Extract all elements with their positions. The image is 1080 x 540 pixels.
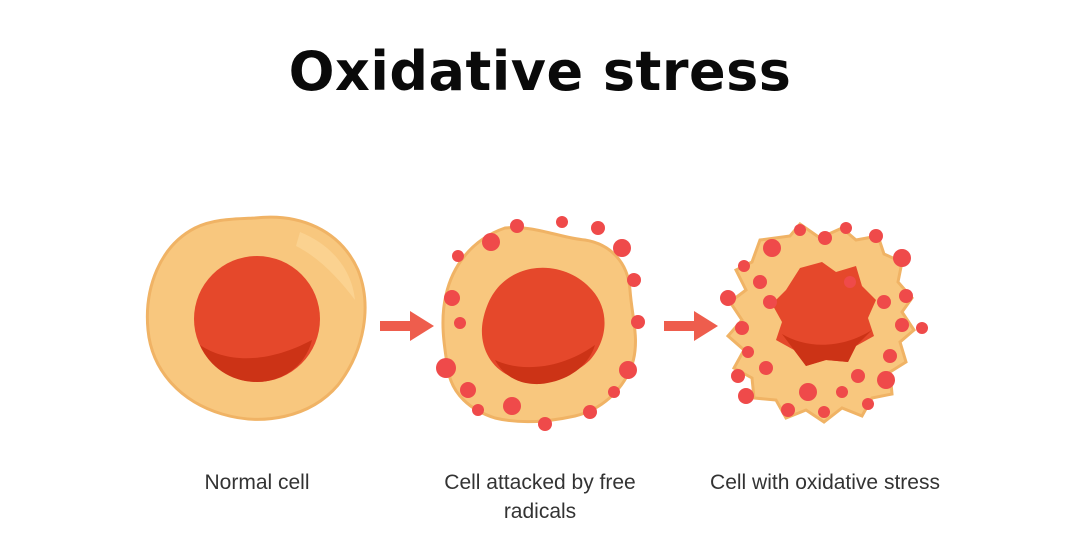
page-title: Oxidative stress xyxy=(288,40,792,103)
normal-cell-highlight xyxy=(296,232,355,300)
attacked-cell xyxy=(436,216,645,431)
progression-arrow-2 xyxy=(664,311,718,341)
stage-label-normal-cell: Normal cell xyxy=(204,471,310,494)
stressed-cell-nucleus-shade xyxy=(782,330,872,366)
stage-label-stressed-cell: Cell with oxidative stress xyxy=(710,471,940,494)
free-radicals-stage-3 xyxy=(720,222,928,418)
stage-label-attacked-cell: Cell attacked by free radicals xyxy=(444,471,636,523)
stressed-cell xyxy=(720,221,928,424)
attacked-cell-nucleus-shade xyxy=(495,345,595,385)
progression-arrow-1 xyxy=(380,311,434,341)
attacked-cell-nucleus xyxy=(481,267,605,381)
free-radicals-stage-2 xyxy=(436,216,645,431)
normal-cell xyxy=(145,215,367,421)
normal-cell-nucleus-shade xyxy=(200,340,312,382)
